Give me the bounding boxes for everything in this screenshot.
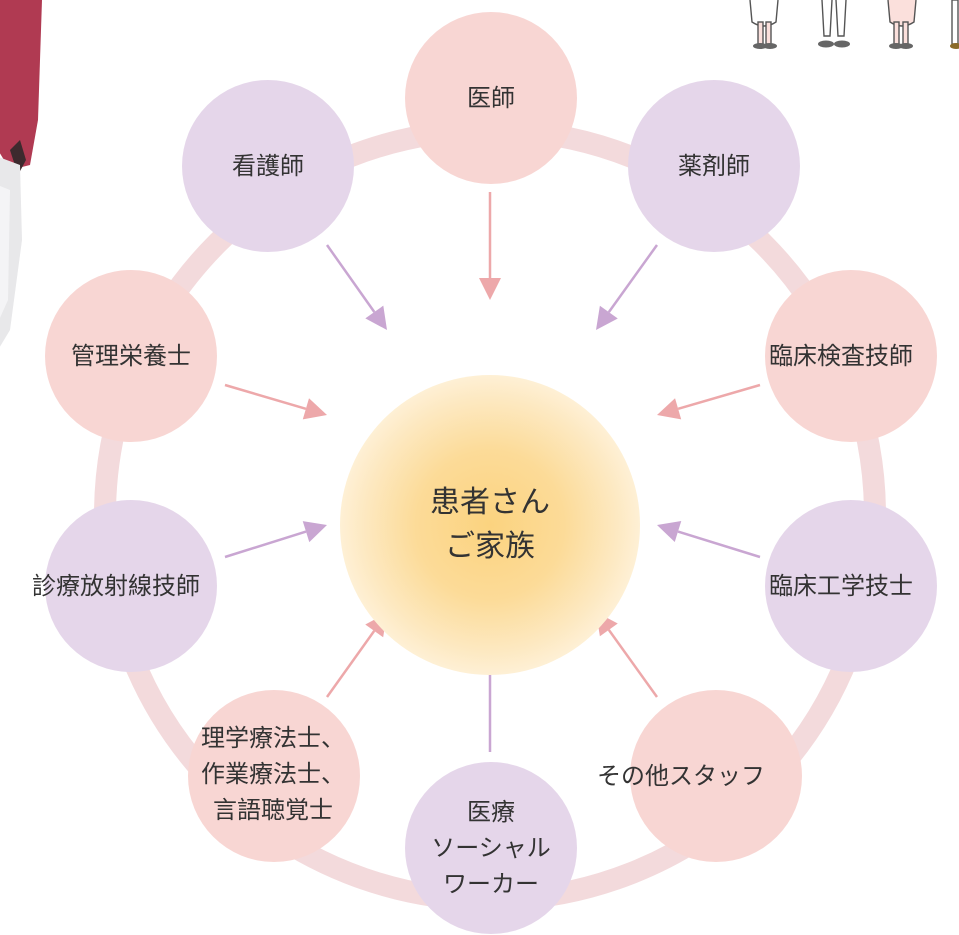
node-social-worker: 医療 ソーシャル ワーカー bbox=[405, 762, 577, 934]
node-therapists: 理学療法士、 作業療法士、 言語聴覚士 bbox=[188, 690, 360, 862]
social-worker-label: 医療 ソーシャル ワーカー bbox=[431, 798, 551, 898]
node-nurse: 看護師 bbox=[182, 80, 354, 252]
dietitian-label: 管理栄養士 bbox=[71, 342, 191, 370]
arrow-shaft-clinical-engineer bbox=[677, 530, 761, 559]
pharmacist-label: 薬剤師 bbox=[678, 152, 750, 180]
arrow-head-radiology-tech bbox=[302, 521, 327, 543]
arrow-shaft-lab-tech bbox=[677, 383, 761, 411]
patient-family-center: 患者さん ご家族 bbox=[340, 375, 640, 675]
arrow-shaft-therapists bbox=[325, 630, 376, 698]
node-pharmacist: 薬剤師 bbox=[628, 80, 800, 252]
arrow-head-lab-tech bbox=[657, 398, 682, 420]
lab-tech-label: 臨床検査技師 bbox=[769, 342, 913, 370]
staff-illustration-image bbox=[749, 0, 959, 49]
node-radiology-tech: 診療放射線技師 bbox=[32, 500, 217, 672]
therapists-label: 理学療法士、 作業療法士、 言語聴覚士 bbox=[201, 724, 345, 824]
node-other-staff: その他スタッフ bbox=[597, 690, 802, 862]
nurse-label: 看護師 bbox=[232, 152, 304, 180]
doctor-label: 医師 bbox=[467, 84, 515, 112]
arrow-shaft-nurse bbox=[325, 244, 376, 313]
arrow-head-pharmacist bbox=[596, 305, 618, 330]
node-lab-tech: 臨床検査技師 bbox=[765, 270, 937, 442]
arrow-head-doctor bbox=[479, 278, 501, 300]
arrow-shaft-other-staff bbox=[607, 629, 659, 698]
arrow-shaft-radiology-tech bbox=[224, 530, 307, 559]
radiology-tech-label: 診療放射線技師 bbox=[32, 572, 200, 600]
patient-family-label: 患者さん ご家族 bbox=[430, 485, 550, 564]
arrow-shaft-dietitian bbox=[224, 383, 307, 410]
node-clinical-engineer: 臨床工学技士 bbox=[765, 500, 937, 672]
node-dietitian: 管理栄養士 bbox=[45, 270, 217, 442]
node-doctor: 医師 bbox=[405, 12, 577, 184]
arrow-head-dietitian bbox=[302, 398, 327, 420]
arrow-head-clinical-engineer bbox=[657, 521, 682, 543]
arrow-head-nurse bbox=[365, 305, 387, 330]
other-staff-label: その他スタッフ bbox=[597, 762, 765, 790]
clinical-engineer-label: 臨床工学技士 bbox=[769, 572, 913, 600]
arrow-shaft-pharmacist bbox=[607, 244, 659, 313]
staff-photo-image bbox=[0, 0, 42, 347]
